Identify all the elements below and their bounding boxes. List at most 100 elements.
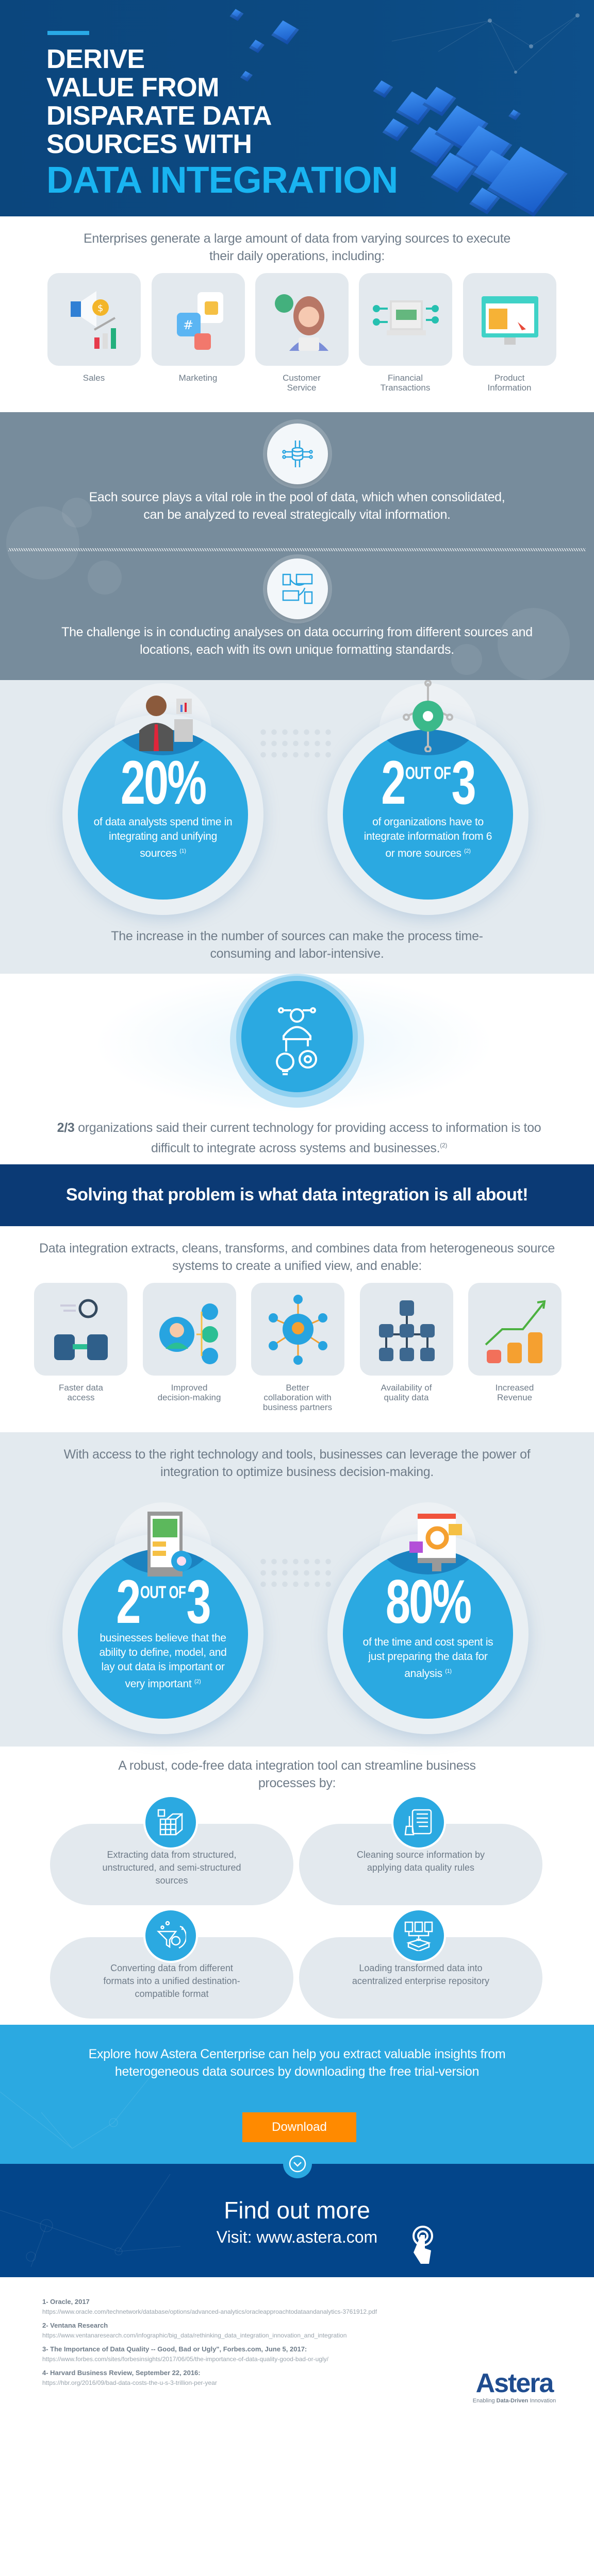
reference-url[interactable]: https://www.ventanaresearch.com/infograp… xyxy=(42,2332,347,2339)
collaboration-bulb-icon xyxy=(268,1295,327,1365)
connected-computers-icon xyxy=(282,573,313,604)
source-label: Customer Service xyxy=(283,373,321,393)
benefit-card xyxy=(34,1283,127,1376)
benefit-label: Increased Revenue xyxy=(495,1383,534,1402)
process-label: Cleaning source information by applying … xyxy=(356,1850,485,1873)
convert-icon-badge xyxy=(145,1910,196,1961)
stat-circle-80-percent: 80% of the time and cost spent is just p… xyxy=(343,1549,513,1719)
svg-text:$: $ xyxy=(97,303,103,314)
accent-bar xyxy=(47,31,89,35)
benefit-card xyxy=(143,1283,236,1376)
title-line: DERIVE xyxy=(46,44,145,74)
process-label: Extracting data from structured, unstruc… xyxy=(102,1850,241,1886)
load-icon-badge xyxy=(393,1910,444,1961)
challenge-text: The challenge is in conducting analyses … xyxy=(61,625,533,657)
stat-value: 2OUT OF3 xyxy=(381,748,476,817)
technology-difficulty-text: 2/3 organizations said their current tec… xyxy=(57,1121,541,1156)
title-line: SOURCES WITH xyxy=(46,129,252,159)
leverage-text: With access to the right technology and … xyxy=(63,1447,531,1479)
title-line: DISPARATE DATA xyxy=(46,101,272,131)
social-marketing-icon: # xyxy=(176,292,223,350)
reference-url[interactable]: https://hbr.org/2016/09/bad-data-costs-t… xyxy=(42,2379,217,2386)
technology-section: 2/3 organizations said their current tec… xyxy=(0,974,594,1164)
title-highlight: DATA INTEGRATION xyxy=(46,160,398,201)
source-card-marketing: # xyxy=(152,273,245,366)
reference-title: 1- Oracle, 2017 xyxy=(42,2298,90,2306)
process-section: A robust, code-free data integration too… xyxy=(0,1747,594,2025)
reference-title: 2- Ventana Research xyxy=(42,2321,108,2329)
extract-icon-badge xyxy=(145,1797,196,1848)
solution-banner: Solving that problem is what data integr… xyxy=(0,1164,594,1226)
stat-value: 80% xyxy=(385,1567,472,1636)
hatched-divider xyxy=(8,548,586,551)
monitor-product-icon xyxy=(481,296,538,345)
reference-title: 3- The Importance of Data Quality -- Goo… xyxy=(42,2345,307,2353)
benefit-label: Better collaboration with business partn… xyxy=(262,1383,333,1412)
cta-section: Explore how Astera Centerprise can help … xyxy=(0,2025,594,2178)
tech-icon-circle xyxy=(241,981,353,1092)
source-label: Product Information xyxy=(487,373,532,393)
stat-description: of the time and cost spent is just prepa… xyxy=(362,1636,493,1680)
download-button[interactable]: Download xyxy=(242,2112,356,2142)
logo-tagline: Enabling Data-Driven Innovation xyxy=(472,2398,556,2404)
intro-text: Enterprises generate a large amount of d… xyxy=(84,231,510,263)
process-label: Converting data from different formats i… xyxy=(103,1963,240,1999)
stat-description: of organizations have to integrate infor… xyxy=(364,816,492,859)
tap-pointer-icon xyxy=(412,2226,433,2264)
benefit-card xyxy=(468,1283,562,1376)
database-hierarchy-icon xyxy=(378,1300,435,1361)
database-circuit-icon xyxy=(282,440,313,467)
benefit-label: Faster data access xyxy=(59,1383,103,1402)
megaphone-sales-icon: $ xyxy=(70,291,116,349)
source-card-customer-service xyxy=(255,273,349,366)
process-label: Loading transformed data into acentraliz… xyxy=(352,1963,490,1986)
references: 1- Oracle, 2017 https://www.oracle.com/t… xyxy=(0,2277,594,2416)
clean-icon-badge xyxy=(393,1797,444,1848)
data-cube-grid-icon xyxy=(157,1809,183,1836)
network-decoration xyxy=(0,2174,181,2267)
banner-heading: Solving that problem is what data integr… xyxy=(65,1185,529,1205)
documents-to-repository-icon xyxy=(404,1921,433,1951)
person-bulb-gear-icon xyxy=(276,1007,317,1075)
funnel-conversion-icon xyxy=(156,1921,186,1949)
revenue-growth-icon xyxy=(485,1300,546,1363)
network-computers-icon-badge xyxy=(267,558,328,619)
stat-circle-20-percent: 20% of data analysts spend time in integ… xyxy=(78,730,248,900)
source-label: Financial Transactions xyxy=(380,373,431,393)
consolidation-section: Each source plays a vital role in the po… xyxy=(0,412,594,680)
reference-url[interactable]: https://www.oracle.com/technetwork/datab… xyxy=(42,2308,377,2315)
network-lines-decoration xyxy=(391,13,580,74)
source-card-product xyxy=(463,273,556,366)
svg-text:#: # xyxy=(183,318,193,332)
analyst-person-icon xyxy=(139,696,193,751)
cta-text: Explore how Astera Centerprise can help … xyxy=(88,2047,506,2079)
gear-network-icon xyxy=(403,680,453,752)
database-transfer-icon xyxy=(54,1299,108,1360)
stat-value: 20% xyxy=(120,748,207,817)
scroll-down-button[interactable] xyxy=(283,2149,312,2178)
intro-section: Enterprises generate a large amount of d… xyxy=(0,216,594,412)
sources-increase-text: The increase in the number of sources ca… xyxy=(111,929,483,961)
hero-header: DERIVE VALUE FROM DISPARATE DATA SOURCES… xyxy=(0,0,594,216)
title-line: VALUE FROM xyxy=(46,73,219,103)
data-cleaning-brush-icon xyxy=(404,1809,432,1836)
reference-url[interactable]: https://www.forbes.com/sites/forbesinsig… xyxy=(42,2355,328,2363)
find-out-more-section: Find out more Visit: www.astera.com xyxy=(0,2164,594,2277)
stat-description: businesses believe that the ability to d… xyxy=(99,1632,227,1690)
benefit-card xyxy=(360,1283,453,1376)
source-label: Sales xyxy=(82,373,105,383)
benefit-label: Improved decision-making xyxy=(157,1383,221,1402)
source-label: Marketing xyxy=(178,373,218,383)
chevron-down-icon xyxy=(289,2155,306,2173)
benefit-card xyxy=(251,1283,344,1376)
benefit-label: Availability of quality data xyxy=(381,1383,432,1402)
stat-circle-2-out-of-3: 2OUT OF3 of organizations have to integr… xyxy=(343,730,513,900)
data-circuit-icon-badge xyxy=(267,423,328,484)
robust-tool-text: A robust, code-free data integration too… xyxy=(118,1758,476,1790)
source-card-sales: $ xyxy=(47,273,141,366)
stats-section-2: With access to the right technology and … xyxy=(0,1432,594,1747)
find-out-more-heading: Find out more xyxy=(224,2197,370,2224)
website-link[interactable]: Visit: www.astera.com xyxy=(216,2228,378,2246)
tablet-gear-icon xyxy=(147,1512,192,1577)
logo-wordmark: Astera xyxy=(475,2368,554,2398)
